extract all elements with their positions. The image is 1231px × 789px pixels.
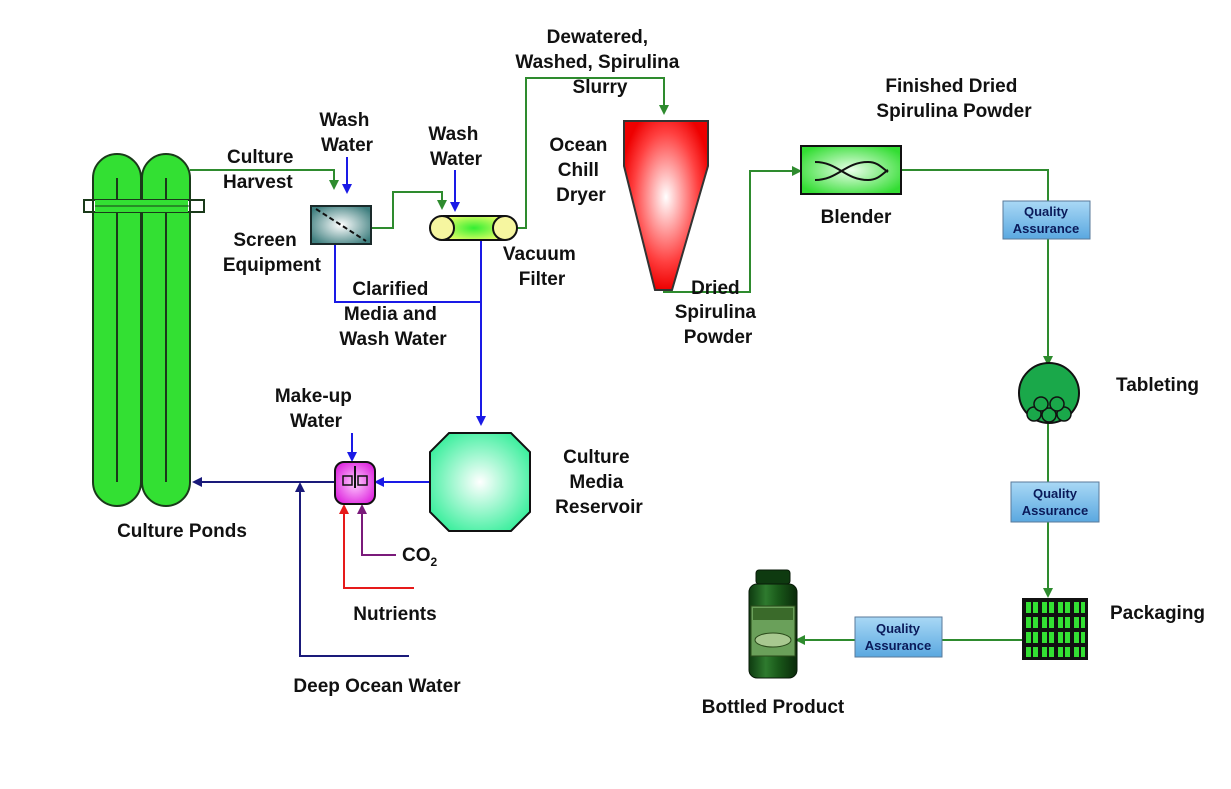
ocean-chill-dryer: [623, 120, 709, 291]
culture-ponds-label: Culture Ponds: [117, 521, 247, 542]
dried-powder-label: Dried Spirulina Powder: [675, 278, 762, 348]
qa-box-1-line1: Quality: [1024, 204, 1069, 219]
dried-powder-line: [663, 166, 802, 293]
co2-label: CO2: [402, 545, 438, 569]
qa-box-3-line2: Assurance: [865, 638, 931, 653]
packaging-label: Packaging: [1110, 603, 1205, 624]
dewatered-label: Dewatered, Washed, Spirulina Slurry: [515, 27, 684, 98]
clarified-label: Clarified Media and Wash Water: [339, 279, 447, 350]
blender-label: Blender: [821, 207, 892, 228]
bottled-product-label: Bottled Product: [702, 697, 845, 718]
screen-equipment: [310, 205, 372, 245]
qa-box-2-line2: Assurance: [1022, 503, 1088, 518]
blender-to-tableting: [901, 169, 1053, 366]
wash-water-label-2: Wash Water: [428, 124, 483, 170]
tableting-label: Tableting: [1116, 375, 1199, 396]
culture-media-reservoir: [429, 432, 531, 532]
reservoir-label: Culture Media Reservoir: [555, 447, 643, 518]
finished-powder-label: Finished Dried Spirulina Powder: [876, 76, 1032, 122]
makeup-water-label: Make-up Water: [275, 386, 357, 432]
packaging-icon: [1022, 598, 1088, 660]
nutrients-label: Nutrients: [353, 604, 436, 625]
flow-lines: [190, 77, 1053, 657]
labels: Culture Harvest Wash Water Wash Water Sc…: [117, 27, 1205, 718]
tableting-machine: [1018, 362, 1080, 424]
culture-harvest-line: [190, 169, 339, 190]
nutrients-line: [339, 504, 414, 589]
blender: [800, 145, 902, 195]
screen-equipment-label: Screen Equipment: [223, 230, 322, 276]
vacuum-filter-label: Vacuum Filter: [503, 244, 581, 290]
slurry-line: [513, 77, 669, 229]
clarified-from-screen: [334, 244, 481, 303]
qa-box-3: Quality Assurance: [854, 616, 943, 658]
culture-harvest-label: Culture Harvest: [223, 147, 299, 193]
qa-box-1: Quality Assurance: [1002, 200, 1091, 240]
qa-box-3-line1: Quality: [876, 621, 921, 636]
wash-water-label-1: Wash Water: [319, 110, 374, 156]
culture-ponds: [83, 153, 205, 507]
screen-to-filter-line: [372, 191, 447, 229]
dryer-label: Ocean Chill Dryer: [549, 135, 612, 206]
bottle-icon: [748, 569, 798, 679]
qa-box-2-line1: Quality: [1033, 486, 1078, 501]
qa-box-2: Quality Assurance: [1010, 481, 1100, 523]
deep-ocean-water-label: Deep Ocean Water: [293, 676, 461, 697]
mix-tank: [334, 461, 376, 505]
deep-ocean-line: [295, 482, 409, 657]
co2-line: [357, 504, 396, 556]
vacuum-filter: [429, 215, 518, 241]
qa-box-1-line2: Assurance: [1013, 221, 1079, 236]
